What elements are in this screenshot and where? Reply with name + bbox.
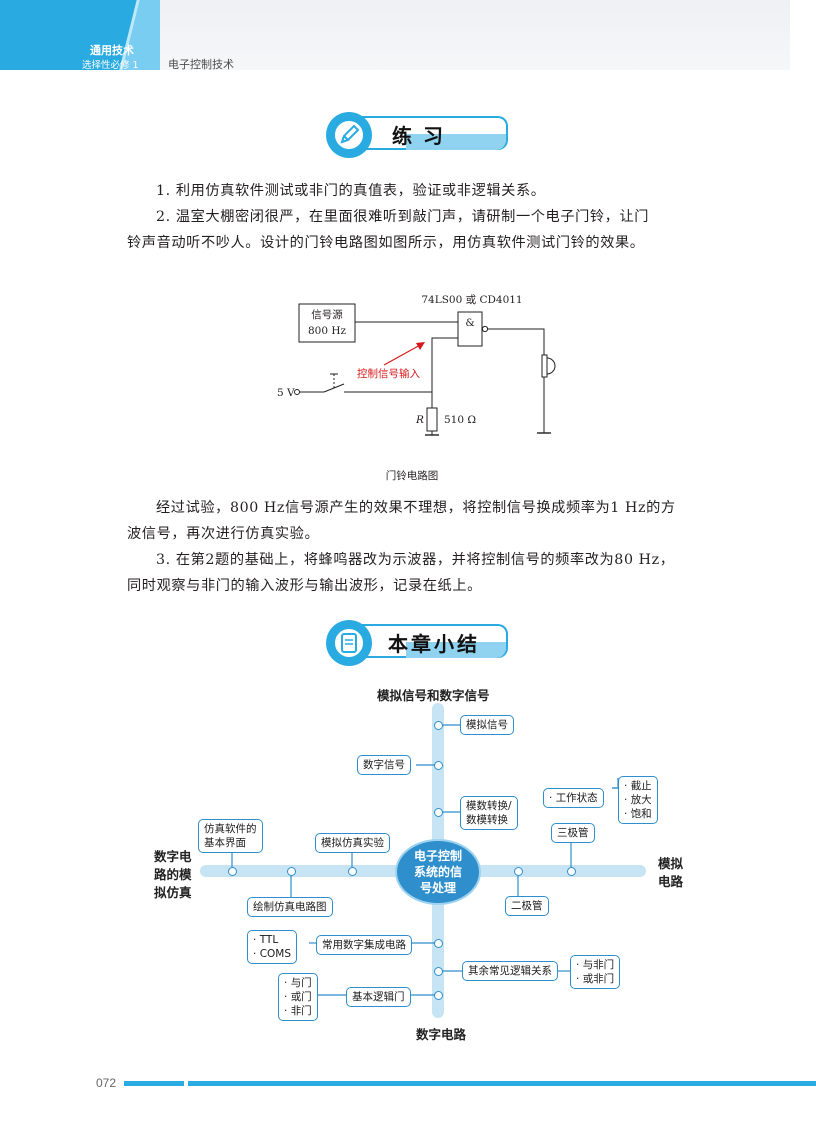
- axis-dot: [348, 867, 357, 876]
- footer-bar-long: [188, 1081, 816, 1086]
- exercise-banner: 练 习: [326, 112, 508, 158]
- control-wire: [431, 337, 458, 392]
- bottom-branch-title: 数字电路: [416, 1027, 467, 1042]
- notebook-icon: [332, 626, 366, 660]
- buzzer-body: [541, 354, 548, 378]
- pencil-icon: [332, 118, 366, 152]
- right-branch-title: 模拟电路: [658, 856, 684, 889]
- book-title: 通用技术: [90, 44, 134, 57]
- resistor-value: 510 Ω: [444, 414, 476, 426]
- axis-dot: [434, 808, 443, 817]
- axis-dot: [287, 867, 296, 876]
- node-basic-gates: 基本逻辑门: [346, 987, 411, 1007]
- question-2-line-2: 铃声音动听不吵人。设计的门铃电路图如图所示，用仿真软件测试门铃的效果。: [127, 235, 645, 251]
- summary-heading: 本章小结: [388, 632, 480, 656]
- supply-label: 5 V: [277, 387, 295, 399]
- summary-banner: 本章小结: [326, 620, 508, 666]
- mindmap-center: 电子控制系统的信号处理: [395, 839, 481, 905]
- gate-symbol: &: [465, 317, 474, 329]
- node-diode: 二极管: [505, 896, 549, 916]
- node-draw-circuit: 绘制仿真电路图: [247, 897, 333, 917]
- node-sim-ui: 仿真软件的基本界面: [198, 819, 263, 853]
- axis-dot: [434, 939, 443, 948]
- output-wire: [488, 328, 545, 355]
- experiment-line-1: 经过试验，800 Hz信号源产生的效果不理想，将控制信号换成频率为1 Hz的方: [156, 500, 676, 516]
- footer-bar-short: [124, 1081, 184, 1086]
- node-ic-types: TTLCOMS: [247, 930, 298, 964]
- node-analog-signal: 模拟信号: [460, 715, 514, 735]
- node-transistor: 三极管: [551, 823, 595, 843]
- question-3-line-2: 同时观察与非门的输入波形与输出波形，记录在纸上。: [127, 578, 482, 594]
- signal-source-label: 信号源: [311, 308, 343, 321]
- resistor-name: R: [415, 414, 424, 426]
- axis-dot: [434, 761, 443, 770]
- question-2-line-1: 2. 温室大棚密闭很严，在里面很难听到敲门声，请研制一个电子门铃，让门: [156, 209, 650, 225]
- node-common-ic: 常用数字集成电路: [316, 935, 412, 955]
- node-sim-experiment: 模拟仿真实验: [315, 833, 390, 853]
- axis-dot: [434, 991, 443, 1000]
- experiment-line-2: 波信号，再次进行仿真实验。: [127, 526, 320, 542]
- top-branch-title: 模拟信号和数字信号: [377, 688, 490, 703]
- chapter-title: 电子控制技术: [168, 58, 234, 71]
- signal-source-frequency: 800 Hz: [308, 325, 347, 337]
- node-conversion: 模数转换/数模转换: [460, 796, 518, 830]
- doorbell-circuit-diagram: 信号源 800 Hz 74LS00 或 CD4011 & 5 V R 510 Ω…: [277, 294, 556, 482]
- book-subtitle: 选择性必修 1: [82, 60, 139, 71]
- node-work-state: · 工作状态: [543, 788, 604, 808]
- chip-label: 74LS00 或 CD4011: [421, 294, 522, 306]
- exercise-heading: 练 习: [392, 124, 445, 148]
- question-1: 1. 利用仿真软件测试或非门的真值表，验证或非逻辑关系。: [156, 183, 546, 199]
- page-number: 072: [96, 1076, 117, 1090]
- signal-source-box: [298, 303, 356, 343]
- axis-dot: [514, 867, 523, 876]
- axis-dot: [434, 721, 443, 730]
- control-input-label: 控制信号输入: [357, 367, 420, 380]
- node-other-logic: 其余常见逻辑关系: [462, 961, 558, 981]
- node-work-state-items: 截止放大饱和: [618, 776, 658, 824]
- node-basic-gate-items: 与门或门非门: [278, 973, 318, 1021]
- header-book-tab: [0, 0, 160, 70]
- axis-dot: [228, 867, 237, 876]
- control-arrow: [383, 343, 423, 366]
- supply-terminal: [294, 389, 300, 395]
- left-branch-title: 数字电路的模拟仿真: [154, 849, 192, 900]
- axis-dot: [567, 867, 576, 876]
- buzzer-cone: [546, 357, 556, 375]
- node-digital-signal: 数字信号: [357, 755, 411, 775]
- axis-dot: [434, 967, 443, 976]
- node-other-logic-items: 与非门或非门: [570, 955, 621, 989]
- question-3-line-1: 3. 在第2题的基础上，将蜂鸣器改为示波器，并将控制信号的频率改为80 Hz，: [156, 552, 675, 568]
- gate-output-bubble: [481, 325, 489, 333]
- circuit-caption: 门铃电路图: [386, 469, 439, 482]
- resistor: [426, 407, 438, 432]
